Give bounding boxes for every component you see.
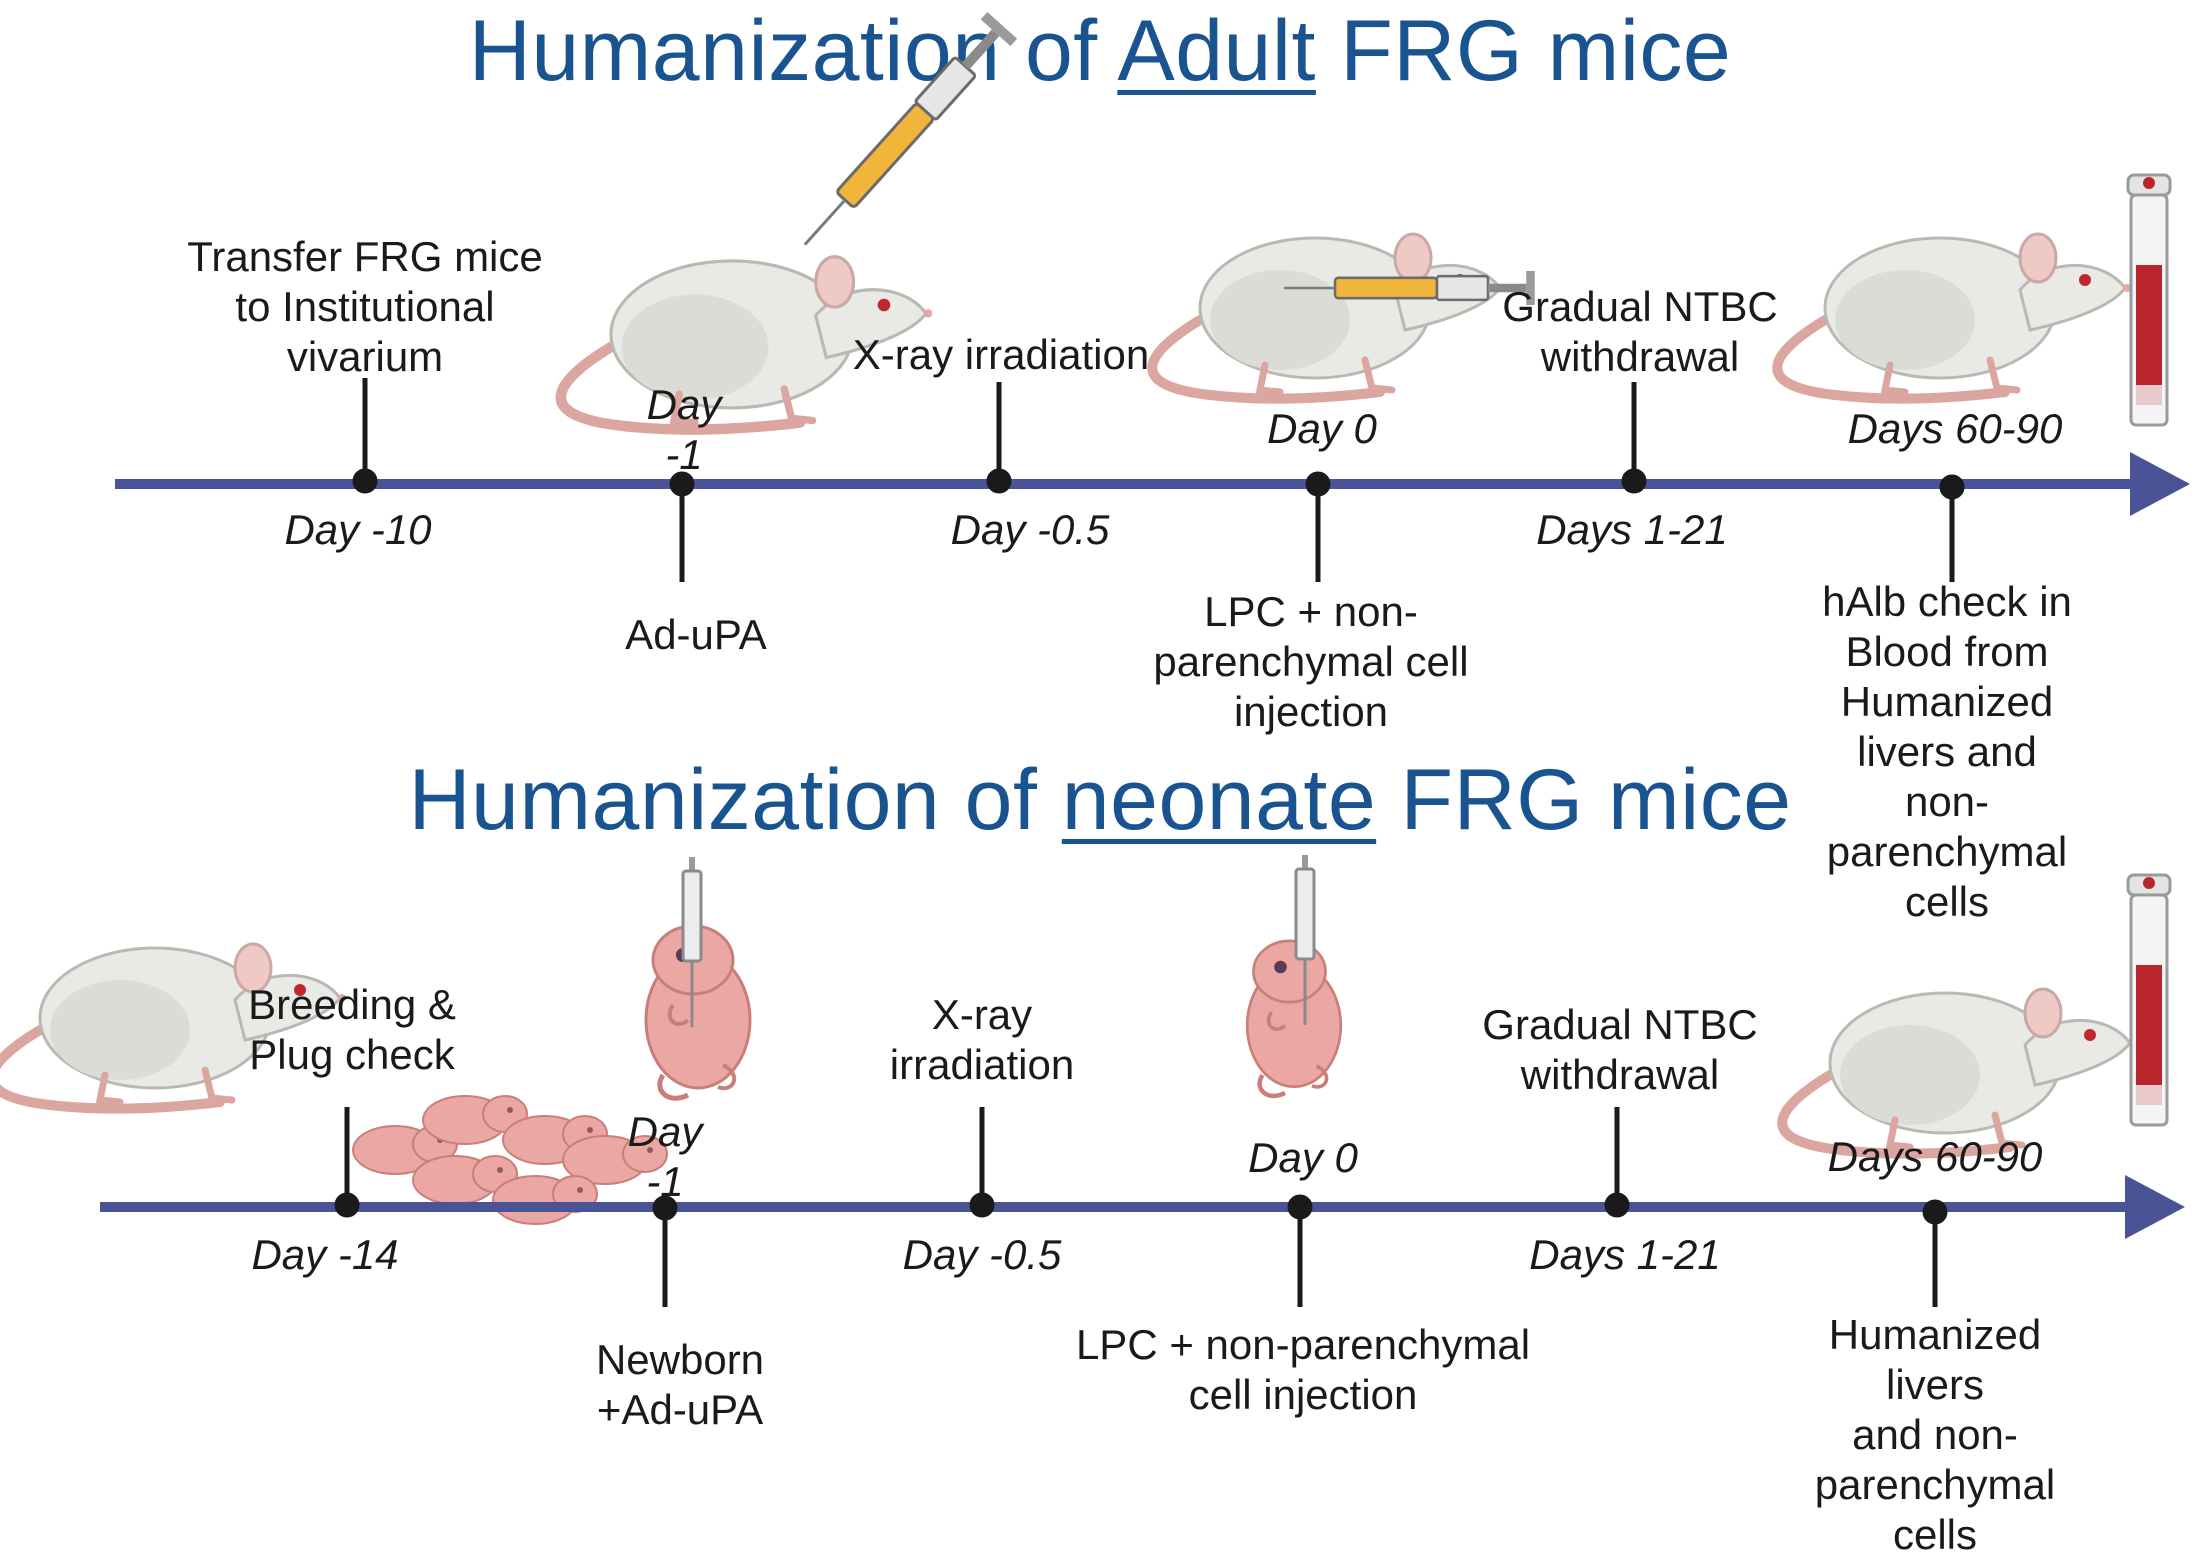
adult-mouse-icon (1777, 234, 2131, 399)
neonate-day-label: Day 0 (1248, 1134, 1358, 1181)
adult-day-label: Days 1-21 (1536, 506, 1728, 553)
adult-mouse-icon (1152, 234, 1506, 399)
neonate-day-label: Days 60-90 (1827, 1133, 2043, 1180)
adult-event-label: Gradual NTBC withdrawal (1502, 283, 1778, 380)
neonate-event-label: LPC + non-parenchymal cell injection (1075, 1321, 1531, 1418)
adult-event-label: X-ray irradiation (852, 331, 1150, 378)
neonate-title: Humanization of neonate FRG mice (408, 752, 1792, 848)
adult-timeline-art (115, 10, 2190, 582)
neonate-event-label: Newborn +Ad-uPA (595, 1336, 765, 1433)
adult-panel: Humanization of Adult FRG mice Transfer … (0, 0, 2200, 925)
adult-day-label: Days 60-90 (1847, 405, 2063, 452)
adult-event-label: LPC + non- parenchymal cell injection (1153, 588, 1469, 735)
blood-tube-icon (2126, 873, 2172, 1127)
neonate-timeline-art (0, 853, 2185, 1307)
adult-event-label: Ad-uPA (625, 611, 767, 658)
neonate-panel: Humanization of neonate FRG mice Breedi (0, 735, 2200, 1558)
neonate-axis-arrowhead (2125, 1175, 2185, 1239)
neonate-day-label: Day -1 (627, 1108, 703, 1205)
adult-day-label: Day -0.5 (950, 506, 1110, 553)
adult-syringe-icon (788, 10, 1019, 260)
adult-day-label: Day -1 (646, 381, 722, 478)
neonate-day-label: Days 1-21 (1529, 1231, 1721, 1278)
neonate-mouse-icon (1782, 989, 2136, 1154)
neonate-day-label: Day -0.5 (902, 1231, 1062, 1278)
adult-day-label: Day 0 (1267, 405, 1377, 452)
neonate-event-label: Gradual NTBC withdrawal (1482, 1001, 1758, 1098)
adult-event-label: hAlb check in Blood from Humanized liver… (1822, 578, 2072, 925)
newborn-pup-icon (1247, 941, 1341, 1096)
blood-tube-icon (2126, 173, 2172, 427)
neonate-day-label: Day -14 (251, 1231, 399, 1278)
neonate-event-label: Humanized livers and non- parenchymal ce… (1814, 1311, 2056, 1558)
adult-event-label: Transfer FRG mice to Institutional vivar… (187, 233, 543, 380)
neonate-event-label: Breeding & Plug check (248, 981, 456, 1078)
adult-day-label: Day -10 (284, 506, 432, 553)
adult-axis-arrowhead (2130, 452, 2190, 516)
neonate-event-label: X-ray irradiation (889, 991, 1075, 1088)
